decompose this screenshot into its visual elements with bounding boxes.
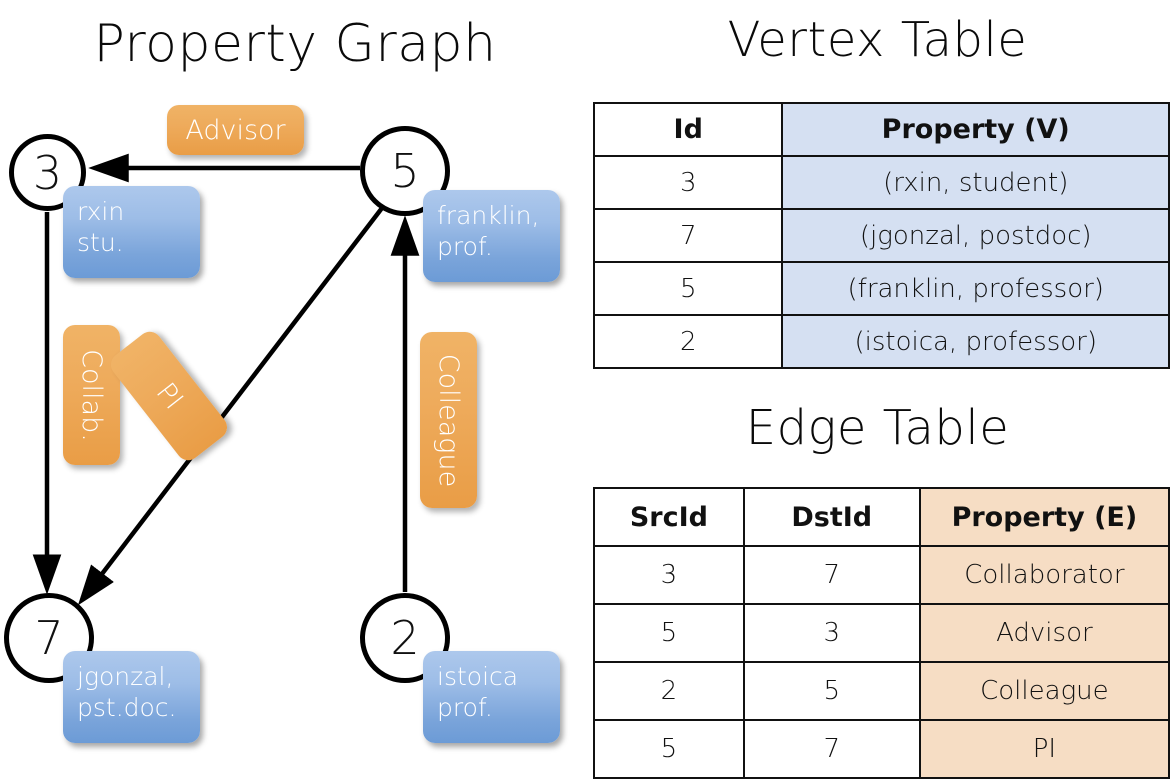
edge-cell-dstid: 3 bbox=[742, 603, 921, 663]
edge-label-colleague-text: Colleague bbox=[433, 353, 464, 487]
vertex-cell-property: (rxin, student) bbox=[781, 155, 1170, 210]
vertex-col-property: Property (V) bbox=[781, 102, 1170, 157]
vertex-cell-id: 7 bbox=[592, 208, 784, 263]
table-row[interactable]: 2 (istoica, professor) bbox=[592, 314, 1170, 369]
graph-node-5[interactable]: 5 bbox=[360, 126, 450, 216]
edge-label-colleague: Colleague bbox=[420, 332, 477, 508]
vertex-cell-id: 3 bbox=[592, 155, 784, 210]
vertex-cell-property: (istoica, professor) bbox=[781, 314, 1170, 369]
vertex-cell-property: (jgonzal, postdoc) bbox=[781, 208, 1170, 263]
vertex-property-box-3: rxin stu. bbox=[63, 186, 200, 278]
edge-col-srcid: SrcId bbox=[593, 487, 745, 547]
edge-col-property: Property (E) bbox=[918, 487, 1170, 547]
table-row[interactable]: 7 (jgonzal, postdoc) bbox=[592, 208, 1170, 263]
table-row[interactable]: 2 5 Colleague bbox=[593, 661, 1170, 721]
edge-cell-dstid: 5 bbox=[742, 661, 921, 721]
edge-cell-srcid: 5 bbox=[593, 719, 745, 779]
page-title-vertex-table: Vertex Table bbox=[727, 12, 1028, 68]
edge-cell-property: Advisor bbox=[918, 603, 1170, 663]
edge-label-advisor: Advisor bbox=[167, 105, 304, 155]
vertex-property-box-2: istoica prof. bbox=[423, 651, 560, 743]
vertex-cell-property: (franklin, professor) bbox=[781, 261, 1170, 316]
page-title-edge-table: Edge Table bbox=[745, 400, 1010, 456]
vertex-property-box-5: franklin, prof. bbox=[423, 190, 560, 282]
edge-label-collab: Collab. bbox=[63, 325, 120, 465]
edge-col-dstid: DstId bbox=[742, 487, 921, 547]
vertex-col-id: Id bbox=[592, 102, 784, 157]
vertex-cell-id: 2 bbox=[592, 314, 784, 369]
vertex-table: Id Property (V) 3 (rxin, student) 7 (jgo… bbox=[592, 102, 1170, 369]
edge-cell-srcid: 2 bbox=[593, 661, 745, 721]
edge-cell-dstid: 7 bbox=[742, 545, 921, 605]
edge-table-header-row: SrcId DstId Property (E) bbox=[593, 487, 1170, 547]
edge-cell-dstid: 7 bbox=[742, 719, 921, 779]
vertex-cell-id: 5 bbox=[592, 261, 784, 316]
edge-table: SrcId DstId Property (E) 3 7 Collaborato… bbox=[593, 487, 1170, 779]
table-row[interactable]: 3 (rxin, student) bbox=[592, 155, 1170, 210]
edge-cell-property: PI bbox=[918, 719, 1170, 779]
edge-label-pi-text: PI bbox=[149, 376, 189, 416]
vertex-table-header-row: Id Property (V) bbox=[592, 102, 1170, 157]
page-title-property-graph: Property Graph bbox=[93, 14, 497, 74]
edge-cell-srcid: 3 bbox=[593, 545, 745, 605]
vertex-property-box-7: jgonzal, pst.doc. bbox=[63, 651, 200, 743]
edge-cell-srcid: 5 bbox=[593, 603, 745, 663]
property-graph-panel: Property Graph 3 5 7 2 rxin stu. frankli… bbox=[0, 0, 590, 760]
table-row[interactable]: 5 7 PI bbox=[593, 719, 1170, 779]
edge-label-collab-text: Collab. bbox=[76, 348, 107, 442]
graph-edge-arrows bbox=[32, 153, 420, 606]
table-row[interactable]: 5 3 Advisor bbox=[593, 603, 1170, 663]
edge-cell-property: Collaborator bbox=[918, 545, 1170, 605]
table-row[interactable]: 3 7 Collaborator bbox=[593, 545, 1170, 605]
table-row[interactable]: 5 (franklin, professor) bbox=[592, 261, 1170, 316]
edge-cell-property: Colleague bbox=[918, 661, 1170, 721]
graph-node-2[interactable]: 2 bbox=[360, 593, 450, 683]
